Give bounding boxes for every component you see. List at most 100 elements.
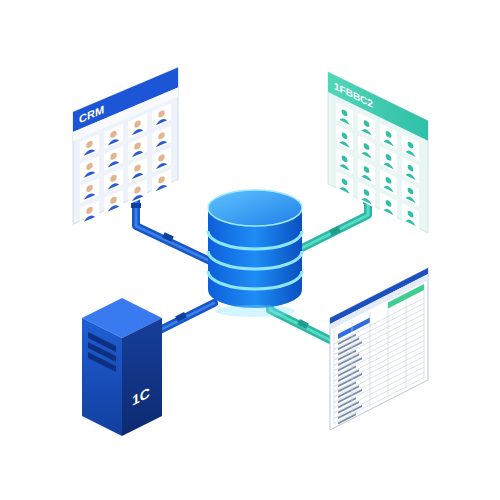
avatar-head <box>134 185 140 194</box>
grid-line <box>334 372 424 418</box>
avatar-body <box>405 148 415 157</box>
server-tower <box>82 298 162 436</box>
avatar-head <box>110 174 116 183</box>
grid-line <box>406 293 407 387</box>
avatar-head <box>342 155 348 164</box>
avatar-card <box>336 125 353 151</box>
avatar-body <box>156 183 167 191</box>
avatar-body <box>156 139 167 147</box>
cell-mark <box>338 413 356 424</box>
avatar-card <box>380 192 397 218</box>
avatar-card <box>336 171 353 197</box>
avatar-card <box>80 156 99 181</box>
avatar-card <box>358 136 375 162</box>
avatar-card <box>128 114 147 139</box>
avatar-card <box>358 159 375 185</box>
avatar-body <box>108 181 119 189</box>
avatar-head <box>134 141 140 150</box>
avatar-body <box>156 117 167 125</box>
avatar-card <box>152 147 171 172</box>
avatar-head <box>110 152 116 161</box>
avatar-card <box>152 103 171 128</box>
avatar-card <box>358 182 375 208</box>
grid-line <box>370 312 371 406</box>
avatar-card <box>104 146 123 171</box>
avatar-head <box>408 187 414 196</box>
avatar-body <box>84 147 95 155</box>
avatar-card <box>402 180 419 206</box>
grid-line <box>334 367 424 413</box>
avatar-card <box>104 190 123 215</box>
avatar-card <box>358 113 375 139</box>
avatar-body <box>339 139 349 148</box>
avatar-body <box>108 137 119 145</box>
avatar-body <box>383 184 393 193</box>
avatar-head <box>364 165 370 174</box>
avatar-card <box>104 168 123 193</box>
avatar-head <box>134 119 140 128</box>
avatar-body <box>361 127 371 136</box>
avatar-card <box>336 148 353 174</box>
avatar-head <box>408 164 414 173</box>
avatar-card <box>152 125 171 150</box>
avatar-head <box>134 163 140 172</box>
avatar-head <box>386 130 392 139</box>
avatar-card <box>128 158 147 183</box>
avatar-body <box>361 150 371 159</box>
avatar-head <box>86 206 92 215</box>
avatar-card <box>380 123 397 149</box>
avatar-card <box>336 102 353 128</box>
avatar-head <box>386 153 392 162</box>
avatar-head <box>158 153 164 162</box>
avatar-head <box>364 119 370 128</box>
avatar-body <box>383 138 393 147</box>
avatar-body <box>84 191 95 199</box>
avatar-body <box>383 207 393 216</box>
avatar-head <box>86 162 92 171</box>
avatar-head <box>408 141 414 150</box>
avatar-head <box>158 109 164 118</box>
avatar-body <box>383 161 393 170</box>
avatar-card <box>104 124 123 149</box>
avatar-body <box>405 171 415 180</box>
avatar-body <box>108 203 119 211</box>
grid-line <box>424 284 425 378</box>
avatar-body <box>339 185 349 194</box>
avatar-body <box>405 217 415 226</box>
avatar-body <box>361 173 371 182</box>
avatar-body <box>339 162 349 171</box>
avatar-card <box>402 157 419 183</box>
avatar-body <box>361 196 371 205</box>
grid-line <box>352 321 353 415</box>
avatar-card <box>80 200 99 225</box>
avatar-card <box>128 136 147 161</box>
avatar-head <box>158 175 164 184</box>
avatar-head <box>342 132 348 141</box>
avatar-card <box>380 169 397 195</box>
avatar-body <box>405 194 415 203</box>
avatar-head <box>364 142 370 151</box>
avatar-body <box>156 161 167 169</box>
avatar-head <box>158 131 164 140</box>
avatar-head <box>386 199 392 208</box>
avatar-head <box>110 130 116 139</box>
avatar-card <box>380 146 397 172</box>
avatar-body <box>84 169 95 177</box>
avatar-card <box>80 178 99 203</box>
avatar-body <box>84 213 95 221</box>
avatar-card <box>402 134 419 160</box>
avatar-body <box>132 127 143 135</box>
avatar-head <box>342 109 348 118</box>
grid-line <box>334 378 424 424</box>
avatar-head <box>86 140 92 149</box>
avatar-head <box>364 188 370 197</box>
avatar-card <box>402 203 419 229</box>
avatar-body <box>339 116 349 125</box>
avatar-head <box>408 210 414 219</box>
avatar-head <box>386 176 392 185</box>
avatar-body <box>108 159 119 167</box>
grid-line <box>388 302 389 396</box>
avatar-card <box>80 134 99 159</box>
